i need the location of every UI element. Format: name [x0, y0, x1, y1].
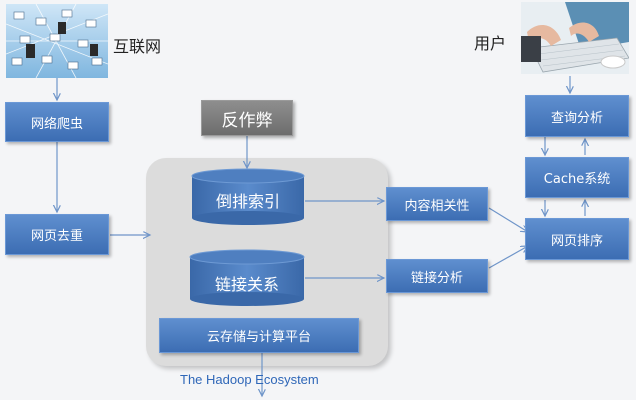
web-crawler-label: 网络爬虫 — [30, 116, 83, 132]
typing-hands-icon — [521, 2, 629, 74]
link-relation-label: 链接关系 — [214, 275, 279, 294]
link-analysis-label: 链接分析 — [410, 270, 463, 286]
query-analysis-box: 查询分析 — [525, 95, 629, 137]
hadoop-ecosystem-caption: The Hadoop Ecosystem — [180, 372, 319, 387]
web-crawler-box: 网络爬虫 — [5, 102, 109, 142]
internet-label: 互联网 — [113, 37, 162, 56]
content-relevance-label: 内容相关性 — [404, 198, 470, 214]
link-relation-cylinder — [189, 249, 305, 306]
arrow-relevance-to-rank — [488, 207, 528, 232]
inverted-index-cylinder — [191, 168, 305, 225]
inverted-index-label: 倒排索引 — [215, 192, 280, 211]
user-label: 用户 — [474, 34, 507, 53]
query-analysis-label: 查询分析 — [550, 110, 603, 126]
network-icon — [6, 4, 108, 78]
cloud-platform-box: 云存储与计算平台 — [159, 318, 359, 353]
arrow-analysis-to-rank — [488, 246, 528, 269]
cache-system-label: Cache系统 — [543, 172, 611, 187]
cloud-platform-label: 云存储与计算平台 — [206, 330, 311, 345]
page-rank-label: 网页排序 — [550, 233, 603, 249]
page-rank-box: 网页排序 — [525, 218, 629, 260]
anti-spam-box: 反作弊 — [201, 100, 293, 136]
content-relevance-box: 内容相关性 — [386, 187, 488, 221]
anti-spam-label: 反作弊 — [221, 110, 273, 131]
link-analysis-box: 链接分析 — [386, 259, 488, 293]
page-dedup-label: 网页去重 — [30, 229, 83, 244]
page-dedup-box: 网页去重 — [5, 214, 109, 255]
cache-system-box: Cache系统 — [525, 157, 629, 198]
